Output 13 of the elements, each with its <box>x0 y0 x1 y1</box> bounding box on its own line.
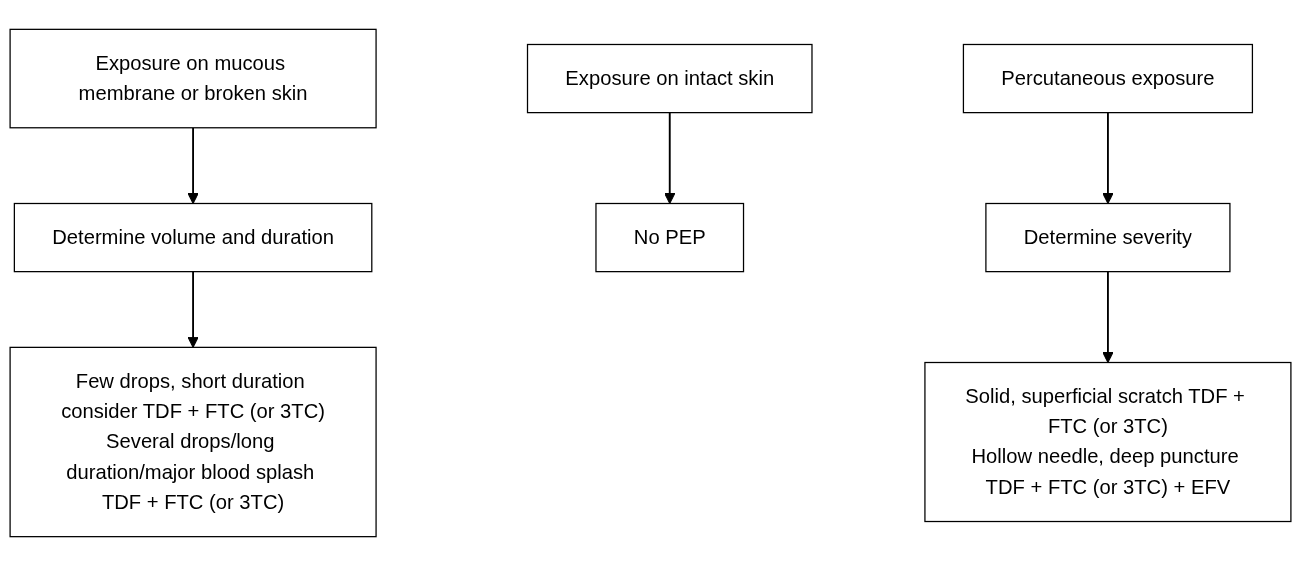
node-box: Exposure on mucous membrane or broken skin <box>9 28 377 129</box>
arrow <box>664 111 676 204</box>
node-box: Determine volume and duration <box>13 202 373 273</box>
node-box: Percutaneous exposure <box>962 43 1254 114</box>
node-box: Few drops, short duration consider TDF + FTC (or 3TC) Several drops/long duration/major blood splash TDF + FTC (or 3TC) <box>9 346 377 538</box>
arrow <box>187 270 199 348</box>
arrow <box>187 126 199 204</box>
node-box: Solid, superficial scratch TDF + FTC (or 3TC) Hollow needle, deep puncture TDF + FTC (or 3TC) + EFV <box>924 361 1292 523</box>
node-box: Exposure on intact skin <box>526 43 813 114</box>
node-box: Determine severity <box>985 202 1231 273</box>
arrow <box>1102 270 1114 363</box>
arrow <box>1102 111 1114 204</box>
node-box: No PEP <box>595 202 745 273</box>
